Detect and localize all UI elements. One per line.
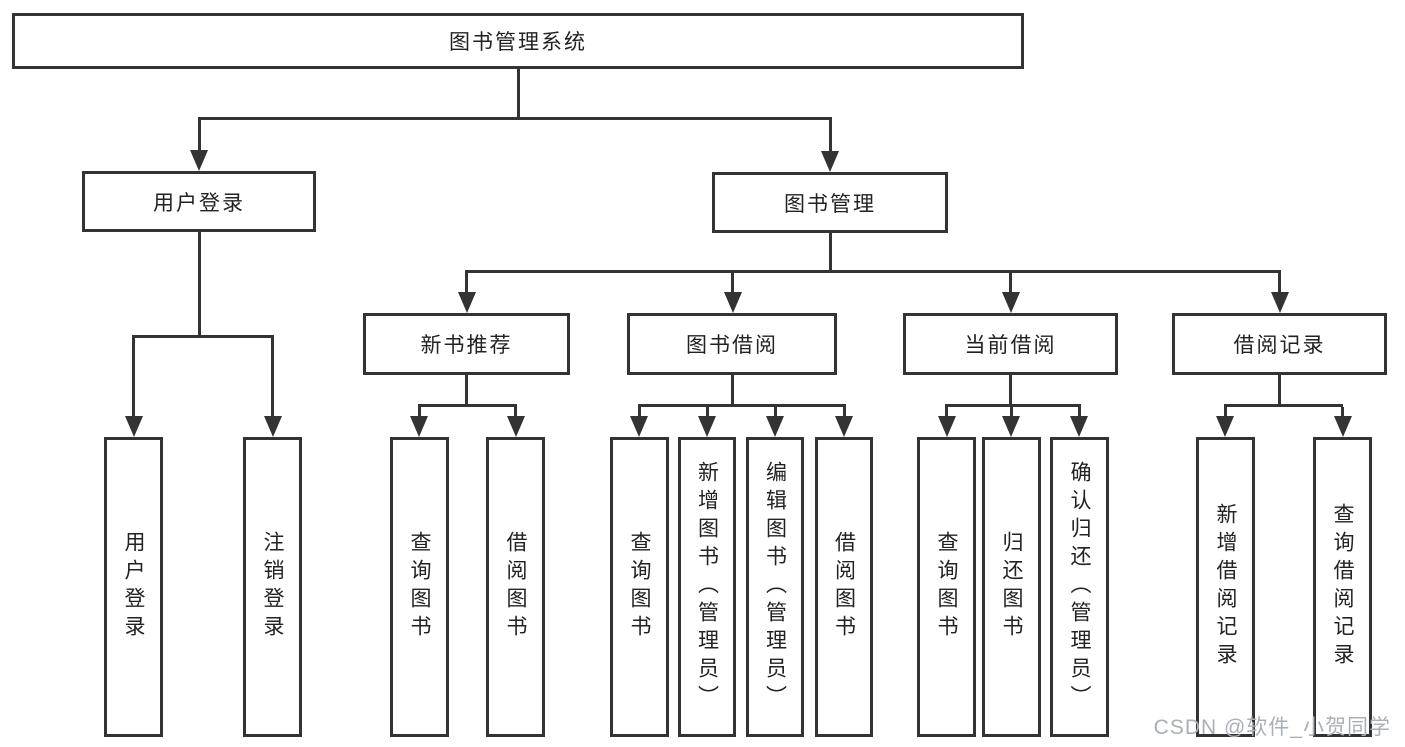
connector-branch-bar <box>418 404 517 407</box>
connector-leaf-stem <box>774 407 777 417</box>
arrow-down-icon <box>410 416 428 437</box>
connector-leaf-stem <box>271 338 274 416</box>
leaf-add-borrow-record: 新增借阅记录 <box>1196 437 1255 737</box>
node-root-label: 图书管理系统 <box>449 31 587 54</box>
leaf-edit-books-admin: 编辑图书（管理员） <box>746 437 804 737</box>
leaf-query-books-3: 查询图书 <box>917 437 976 737</box>
node-book-borrow: 图书借阅 <box>627 313 837 375</box>
connector-branch-bar <box>1224 404 1343 407</box>
connector-root-stem <box>517 69 520 120</box>
node-user-login-label: 用户登录 <box>153 191 245 215</box>
leaf-borrow-books-2-label: 借阅图书 <box>832 531 856 643</box>
connector-book-mgmt-down <box>829 233 832 273</box>
connector-branch-stem <box>1009 273 1012 294</box>
connector-book-mgmt-bar <box>465 270 1281 273</box>
connector-root-bar <box>198 117 832 120</box>
arrow-down-icon <box>1002 416 1020 437</box>
leaf-add-borrow-record-label: 新增借阅记录 <box>1214 503 1237 671</box>
arrow-down-icon <box>190 150 208 171</box>
arrow-down-icon <box>630 416 648 437</box>
connector-branch-bar <box>945 404 1081 407</box>
leaf-return-books: 归还图书 <box>982 437 1041 737</box>
node-borrow-records: 借阅记录 <box>1172 313 1387 375</box>
arrow-down-icon <box>507 416 525 437</box>
arrow-down-icon <box>125 416 143 437</box>
arrow-down-icon <box>458 292 476 313</box>
node-user-login: 用户登录 <box>82 171 316 232</box>
arrow-down-icon <box>1271 292 1289 313</box>
leaf-borrow-books-2: 借阅图书 <box>815 437 873 737</box>
leaf-confirm-return-admin: 确认归还（管理员） <box>1050 437 1109 737</box>
leaf-edit-books-admin-label: 编辑图书（管理员） <box>763 461 787 713</box>
leaf-query-books-2: 查询图书 <box>610 437 669 737</box>
csdn-watermark: CSDN @软件_小贺同学 <box>1153 716 1391 739</box>
node-book-management-label: 图书管理 <box>784 192 876 216</box>
connector-leaf-stem <box>132 338 135 416</box>
node-root: 图书管理系统 <box>12 13 1024 69</box>
arrow-down-icon <box>1216 416 1234 437</box>
leaf-borrow-books-1: 借阅图书 <box>486 437 545 737</box>
node-new-book-recommend-label: 新书推荐 <box>420 334 513 357</box>
leaf-query-books-2-label: 查询图书 <box>628 531 651 643</box>
node-book-management: 图书管理 <box>712 172 948 233</box>
arrow-down-icon <box>698 416 716 437</box>
arrow-down-icon <box>264 416 282 437</box>
connector-leaf-stem <box>514 407 517 417</box>
connector-leaf-stem <box>1010 407 1013 417</box>
connector-user-login-stem <box>198 120 201 151</box>
node-borrow-records-label: 借阅记录 <box>1233 334 1326 357</box>
connector-leaf-stem <box>1078 407 1081 417</box>
leaf-query-borrow-record: 查询借阅记录 <box>1313 437 1372 737</box>
connector-branch-down <box>465 375 468 407</box>
node-current-borrow-label: 当前借阅 <box>964 334 1057 357</box>
connector-leaf-stem <box>1341 407 1344 417</box>
leaf-query-books-1-label: 查询图书 <box>408 531 431 643</box>
arrow-down-icon <box>724 292 742 313</box>
leaf-add-books-admin: 新增图书（管理员） <box>678 437 736 737</box>
node-current-borrow: 当前借阅 <box>903 313 1118 375</box>
connector-branch-stem <box>731 273 734 294</box>
connector-leaf-stem <box>1224 407 1227 417</box>
leaf-add-books-admin-label: 新增图书（管理员） <box>695 461 719 713</box>
arrow-down-icon <box>1070 416 1088 437</box>
connector-user-login-down <box>198 232 201 338</box>
connector-branch-stem <box>1278 273 1281 294</box>
leaf-return-books-label: 归还图书 <box>1000 531 1023 643</box>
connector-leaf-stem <box>706 407 709 417</box>
leaf-query-books-3-label: 查询图书 <box>935 531 958 643</box>
connector-leaf-stem <box>843 407 846 417</box>
leaf-user-login-label: 用户登录 <box>122 531 145 643</box>
leaf-logout-label: 注销登录 <box>261 531 284 643</box>
connector-user-login-bar <box>132 335 274 338</box>
node-book-borrow-label: 图书借阅 <box>686 334 778 357</box>
connector-branch-down <box>1278 375 1281 407</box>
leaf-query-books-1: 查询图书 <box>390 437 449 737</box>
node-new-book-recommend: 新书推荐 <box>363 313 570 375</box>
connector-branch-down <box>731 375 734 407</box>
leaf-borrow-books-1-label: 借阅图书 <box>504 531 527 643</box>
arrow-down-icon <box>766 416 784 437</box>
connector-branch-stem <box>465 273 468 294</box>
leaf-query-borrow-record-label: 查询借阅记录 <box>1331 503 1354 671</box>
connector-branch-bar <box>638 404 846 407</box>
connector-branch-down <box>1009 375 1012 407</box>
connector-book-mgmt-stem <box>829 120 832 151</box>
arrow-down-icon <box>938 416 956 437</box>
connector-leaf-stem <box>945 407 948 417</box>
connector-leaf-stem <box>638 407 641 417</box>
leaf-user-login: 用户登录 <box>104 437 163 737</box>
leaf-logout: 注销登录 <box>243 437 302 737</box>
arrow-down-icon <box>1334 416 1352 437</box>
arrow-down-icon <box>1002 292 1020 313</box>
leaf-confirm-return-admin-label: 确认归还（管理员） <box>1068 461 1091 713</box>
connector-leaf-stem <box>418 407 421 417</box>
arrow-down-icon <box>835 416 853 437</box>
arrow-down-icon <box>821 151 839 172</box>
